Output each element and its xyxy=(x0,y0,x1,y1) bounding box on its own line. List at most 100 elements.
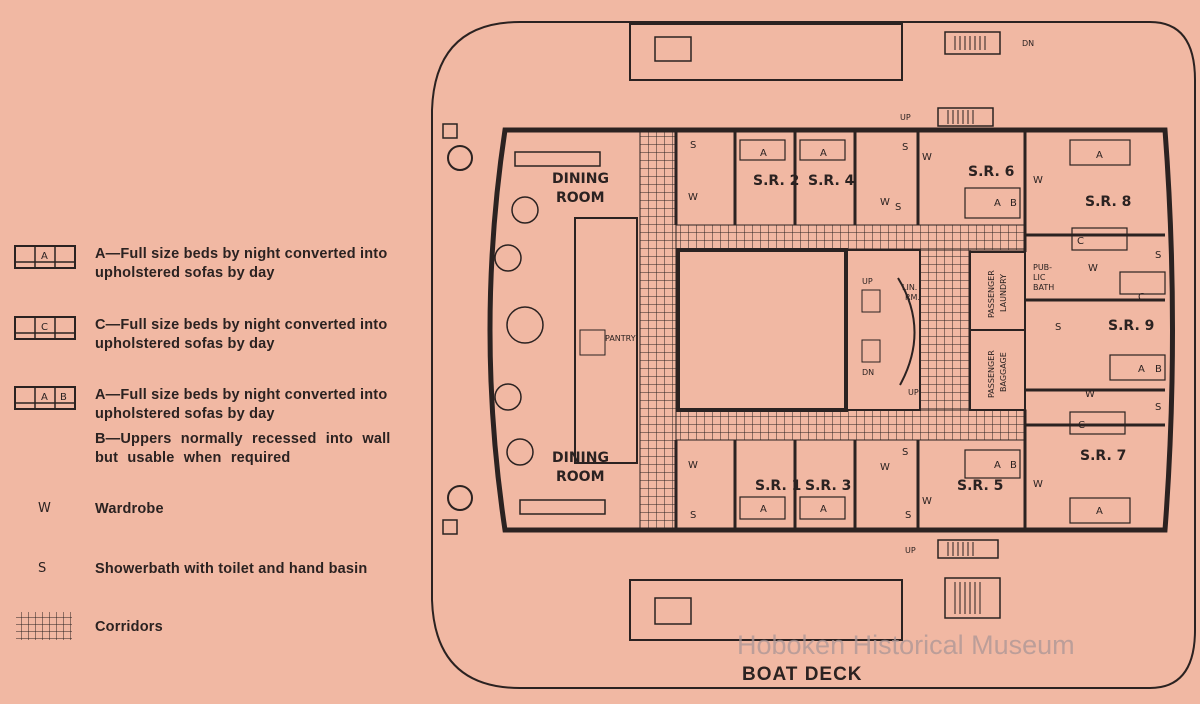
svg-text:A: A xyxy=(760,504,767,515)
svg-text:S.R. 8: S.R. 8 xyxy=(1085,194,1131,210)
svg-text:S: S xyxy=(1055,322,1061,333)
svg-text:DN: DN xyxy=(1022,39,1034,48)
room-labels: DINING ROOM DINING ROOM PANTRY S.R. 2 S.… xyxy=(552,164,1154,494)
cabin-walls xyxy=(674,132,1165,528)
laundry xyxy=(969,251,1026,331)
svg-text:W: W xyxy=(1033,175,1043,186)
corridors xyxy=(639,131,1027,529)
svg-text:UP: UP xyxy=(908,388,919,397)
svg-text:W: W xyxy=(922,152,932,163)
svg-text:ROOM: ROOM xyxy=(556,190,605,206)
svg-text:S: S xyxy=(690,140,696,151)
svg-text:S.R. 1: S.R. 1 xyxy=(755,478,801,494)
svg-text:A: A xyxy=(41,251,48,262)
svg-text:A: A xyxy=(994,460,1001,471)
svg-text:C: C xyxy=(1077,236,1084,247)
svg-text:S.R. 5: S.R. 5 xyxy=(957,478,1003,494)
svg-text:ROOM: ROOM xyxy=(556,469,605,485)
svg-text:DINING: DINING xyxy=(552,171,609,187)
stair-top-up: UP xyxy=(900,107,994,127)
svg-text:UP: UP xyxy=(862,277,873,286)
svg-text:W: W xyxy=(1033,479,1043,490)
svg-text:LAUNDRY: LAUNDRY xyxy=(999,274,1008,312)
svg-text:B: B xyxy=(1010,460,1017,471)
svg-text:C: C xyxy=(41,322,48,333)
svg-text:W: W xyxy=(1085,389,1095,400)
svg-text:UP: UP xyxy=(905,546,916,555)
svg-text:PASSENGER: PASSENGER xyxy=(987,350,996,398)
svg-text:PASSENGER: PASSENGER xyxy=(987,270,996,318)
svg-text:S.R. 9: S.R. 9 xyxy=(1108,318,1154,334)
svg-text:S: S xyxy=(1155,402,1161,413)
svg-text:LIN.: LIN. xyxy=(902,283,917,292)
stair-hall xyxy=(845,249,921,411)
legend-corridors-text: Corridors xyxy=(95,619,163,635)
lifeboat-top xyxy=(629,23,903,81)
stair-bottom-up: UP xyxy=(905,539,999,559)
svg-text:LIC: LIC xyxy=(1033,273,1046,282)
pantry xyxy=(574,217,638,464)
svg-text:PANTRY: PANTRY xyxy=(605,334,636,343)
svg-text:A: A xyxy=(994,198,1001,209)
deckhouse-wall xyxy=(487,127,1175,533)
svg-text:S.R. 3: S.R. 3 xyxy=(805,478,851,494)
svg-text:C: C xyxy=(1078,420,1085,431)
svg-text:W: W xyxy=(688,460,698,471)
legend-bed-b-text: B—Uppers normally recessed into wall but… xyxy=(95,431,391,466)
svg-text:W: W xyxy=(880,197,890,208)
legend-bed-a-text: A—Full size beds by night converted into… xyxy=(95,246,388,281)
corridor-grid-symbol xyxy=(16,612,72,640)
stair-bottom-right xyxy=(944,577,1001,619)
svg-text:S: S xyxy=(902,142,908,153)
baggage xyxy=(969,329,1026,411)
legend-shower-text: Showerbath with toilet and hand basin xyxy=(95,561,368,577)
svg-text:BAGGAGE: BAGGAGE xyxy=(999,352,1008,392)
hull-outline xyxy=(431,21,1196,689)
svg-text:A: A xyxy=(1096,506,1103,517)
svg-text:S.R. 4: S.R. 4 xyxy=(808,173,855,189)
svg-text:A: A xyxy=(1138,364,1145,375)
legend-bed-ab-text: A—Full size beds by night converted into… xyxy=(95,387,388,422)
svg-text:S.R. 6: S.R. 6 xyxy=(968,164,1014,180)
svg-text:B: B xyxy=(60,392,67,403)
svg-text:A: A xyxy=(1096,150,1103,161)
svg-text:PUB-: PUB- xyxy=(1033,263,1052,272)
svg-text:RM.: RM. xyxy=(905,293,920,302)
svg-text:A: A xyxy=(820,504,827,515)
legend-bed-c-text: C—Full size beds by night converted into… xyxy=(95,317,388,352)
deck-title: BOAT DECK xyxy=(742,664,863,685)
bed-c-symbol: C xyxy=(14,316,76,340)
wardrobe-symbol: W xyxy=(38,501,51,516)
svg-text:W: W xyxy=(1088,263,1098,274)
central-void xyxy=(676,248,848,412)
svg-text:DN: DN xyxy=(862,368,874,377)
svg-text:W: W xyxy=(922,496,932,507)
svg-text:A: A xyxy=(41,392,48,403)
svg-text:W: W xyxy=(688,192,698,203)
svg-text:A: A xyxy=(820,148,827,159)
legend-wardrobe-text: Wardrobe xyxy=(95,501,164,517)
bed-ab-symbol: A B xyxy=(14,386,76,410)
svg-text:W: W xyxy=(880,462,890,473)
svg-text:C: C xyxy=(1138,292,1145,303)
sofa-beds xyxy=(739,139,1166,524)
svg-text:S: S xyxy=(690,510,696,521)
bed-a-symbol: A xyxy=(14,245,76,269)
svg-text:B: B xyxy=(1010,198,1017,209)
svg-text:S: S xyxy=(902,447,908,458)
svg-text:DINING: DINING xyxy=(552,450,609,466)
lifeboat-bottom xyxy=(629,579,903,641)
stair-top-right: DN xyxy=(944,31,1034,55)
svg-text:S.R. 2: S.R. 2 xyxy=(753,173,799,189)
watermark: Hoboken Historical Museum xyxy=(737,630,1075,660)
shower-symbol: S xyxy=(38,561,47,576)
svg-text:S: S xyxy=(895,202,901,213)
svg-text:B: B xyxy=(1155,364,1162,375)
svg-text:BATH: BATH xyxy=(1033,283,1054,292)
svg-text:S.R. 7: S.R. 7 xyxy=(1080,448,1126,464)
dining-tables xyxy=(494,196,544,466)
svg-text:UP: UP xyxy=(900,113,911,122)
svg-text:S: S xyxy=(1155,250,1161,261)
